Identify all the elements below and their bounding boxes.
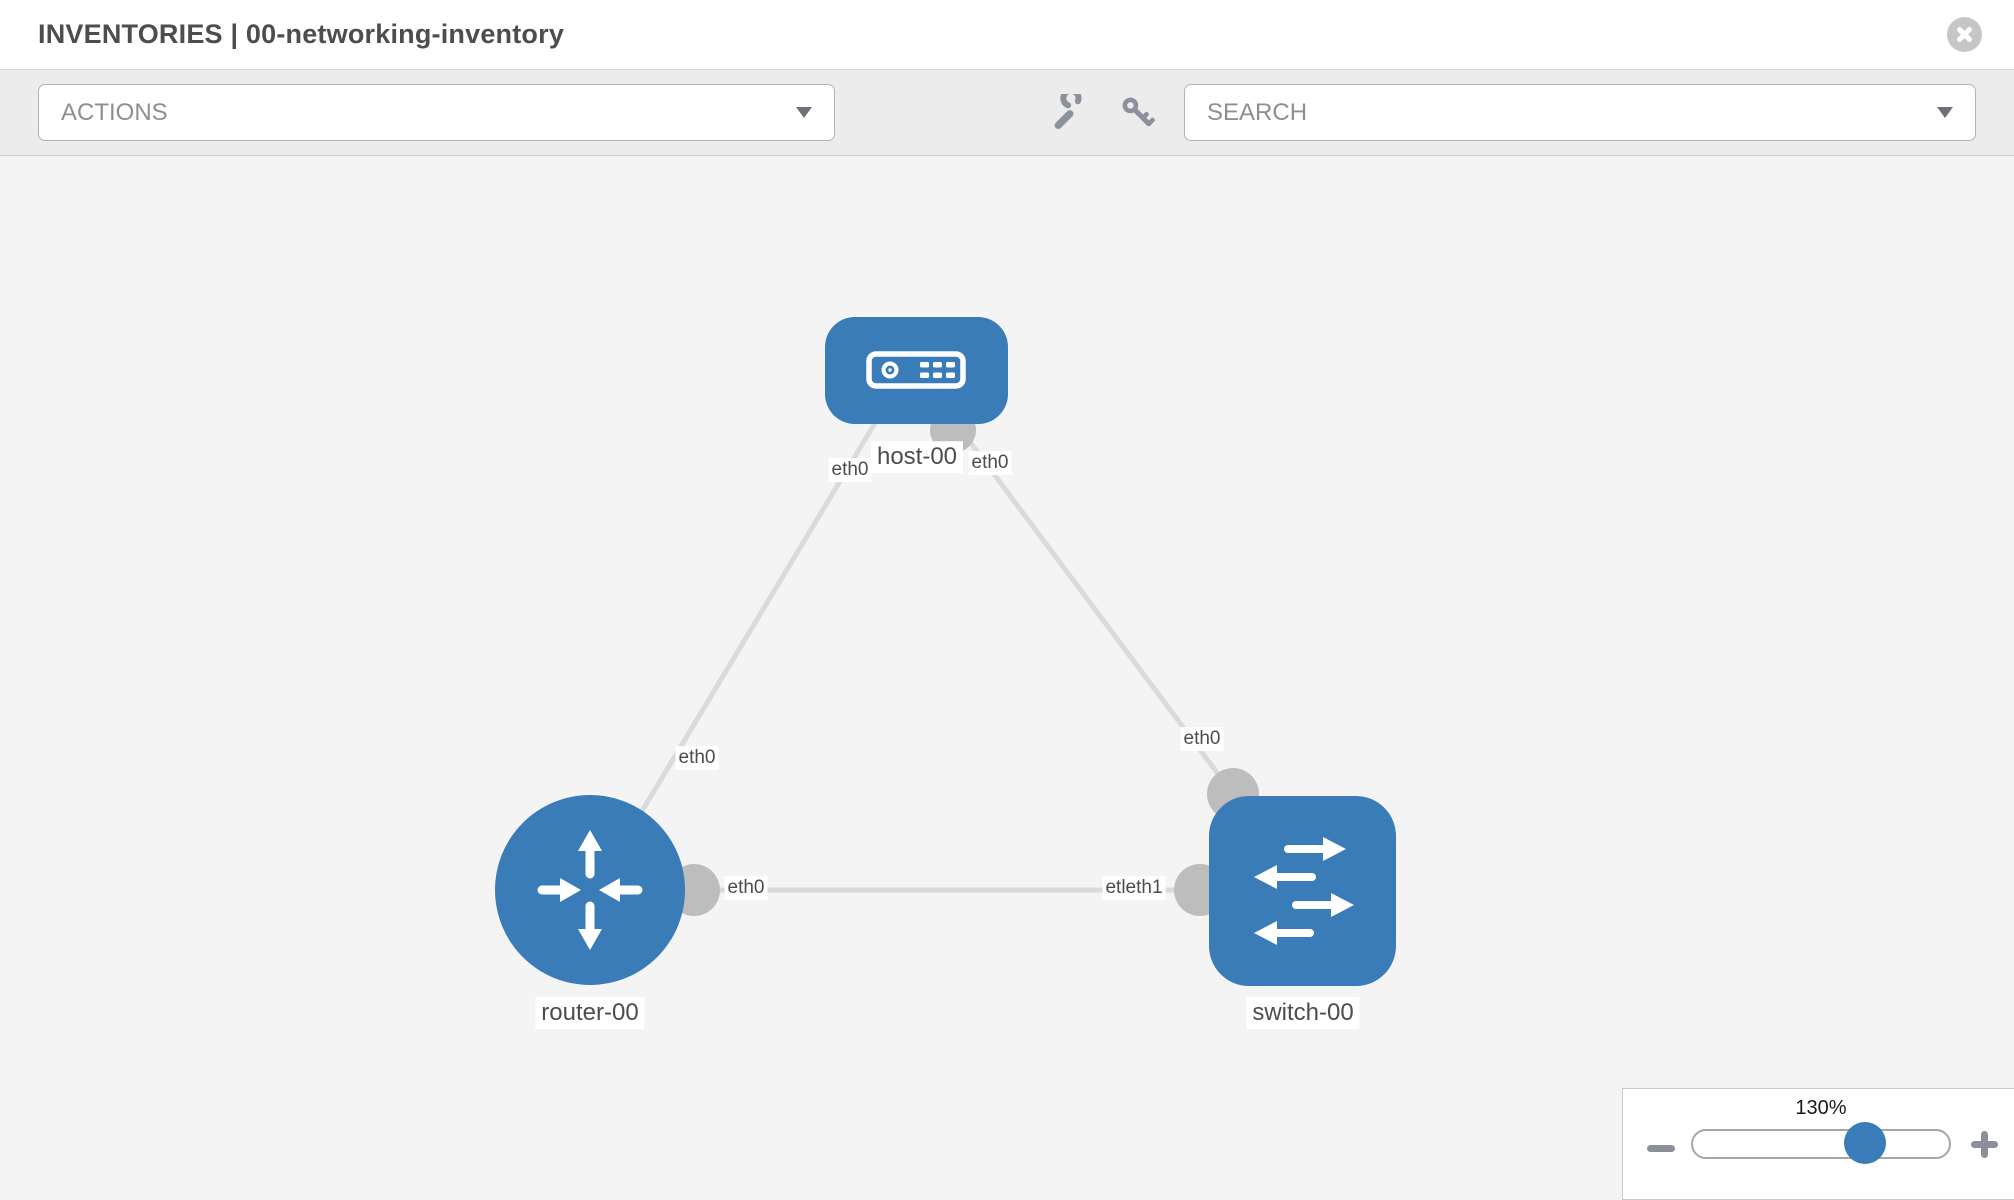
search-dropdown-label: SEARCH [1207,98,1308,126]
key-icon [1122,97,1155,126]
switch-icon [1254,837,1354,945]
interface-label: eth0 [1180,727,1224,751]
search-dropdown[interactable]: SEARCH [1184,84,1976,141]
node-router[interactable] [495,795,685,985]
link-host-router[interactable] [609,416,881,863]
node-label-router: router-00 [535,997,645,1029]
credentials-button[interactable] [1115,90,1161,136]
interface-label: etleth1 [1102,876,1166,900]
router-node-shape[interactable] [495,795,685,985]
caret-down-icon [796,107,812,118]
interface-label: eth0 [968,451,1012,475]
node-host[interactable] [825,317,1008,424]
switch-node-shape[interactable] [1209,796,1396,986]
zoom-panel: 130% [1622,1088,2014,1200]
actions-dropdown-label: ACTIONS [61,98,168,126]
header: INVENTORIES | 00-networking-inventory [0,0,2014,70]
caret-down-icon [1937,107,1953,118]
actions-dropdown[interactable]: ACTIONS [38,84,835,141]
toolbar: ACTIONS SEARCH [0,70,2014,156]
zoom-slider[interactable] [1691,1122,1951,1164]
node-switch[interactable] [1209,796,1396,986]
host-icon [866,351,966,389]
close-button[interactable] [1947,17,1982,52]
node-label-switch: switch-00 [1246,997,1360,1029]
zoom-in-button[interactable] [1969,1129,2001,1161]
interface-label: eth0 [828,458,872,482]
host-node-shape[interactable] [825,317,1008,424]
page-title: INVENTORIES | 00-networking-inventory [38,19,565,49]
links [609,416,1236,893]
zoom-out-button[interactable] [1643,1131,1679,1157]
zoom-slider-handle[interactable] [1844,1122,1886,1164]
node-label-host: host-00 [870,441,964,473]
plus-icon [1981,1131,1988,1158]
configure-button[interactable] [1047,87,1093,136]
minus-icon [1647,1145,1675,1152]
router-icon [537,830,643,950]
wrench-icon [1054,87,1082,129]
zoom-level: 130% [1795,1097,1847,1119]
interface-label: eth0 [675,746,719,770]
topology-canvas[interactable]: host-00 router-00 switch-00 eth0 eth0 et… [0,156,2014,1200]
interface-label: eth0 [724,876,768,900]
interface-connectors [668,407,1259,916]
